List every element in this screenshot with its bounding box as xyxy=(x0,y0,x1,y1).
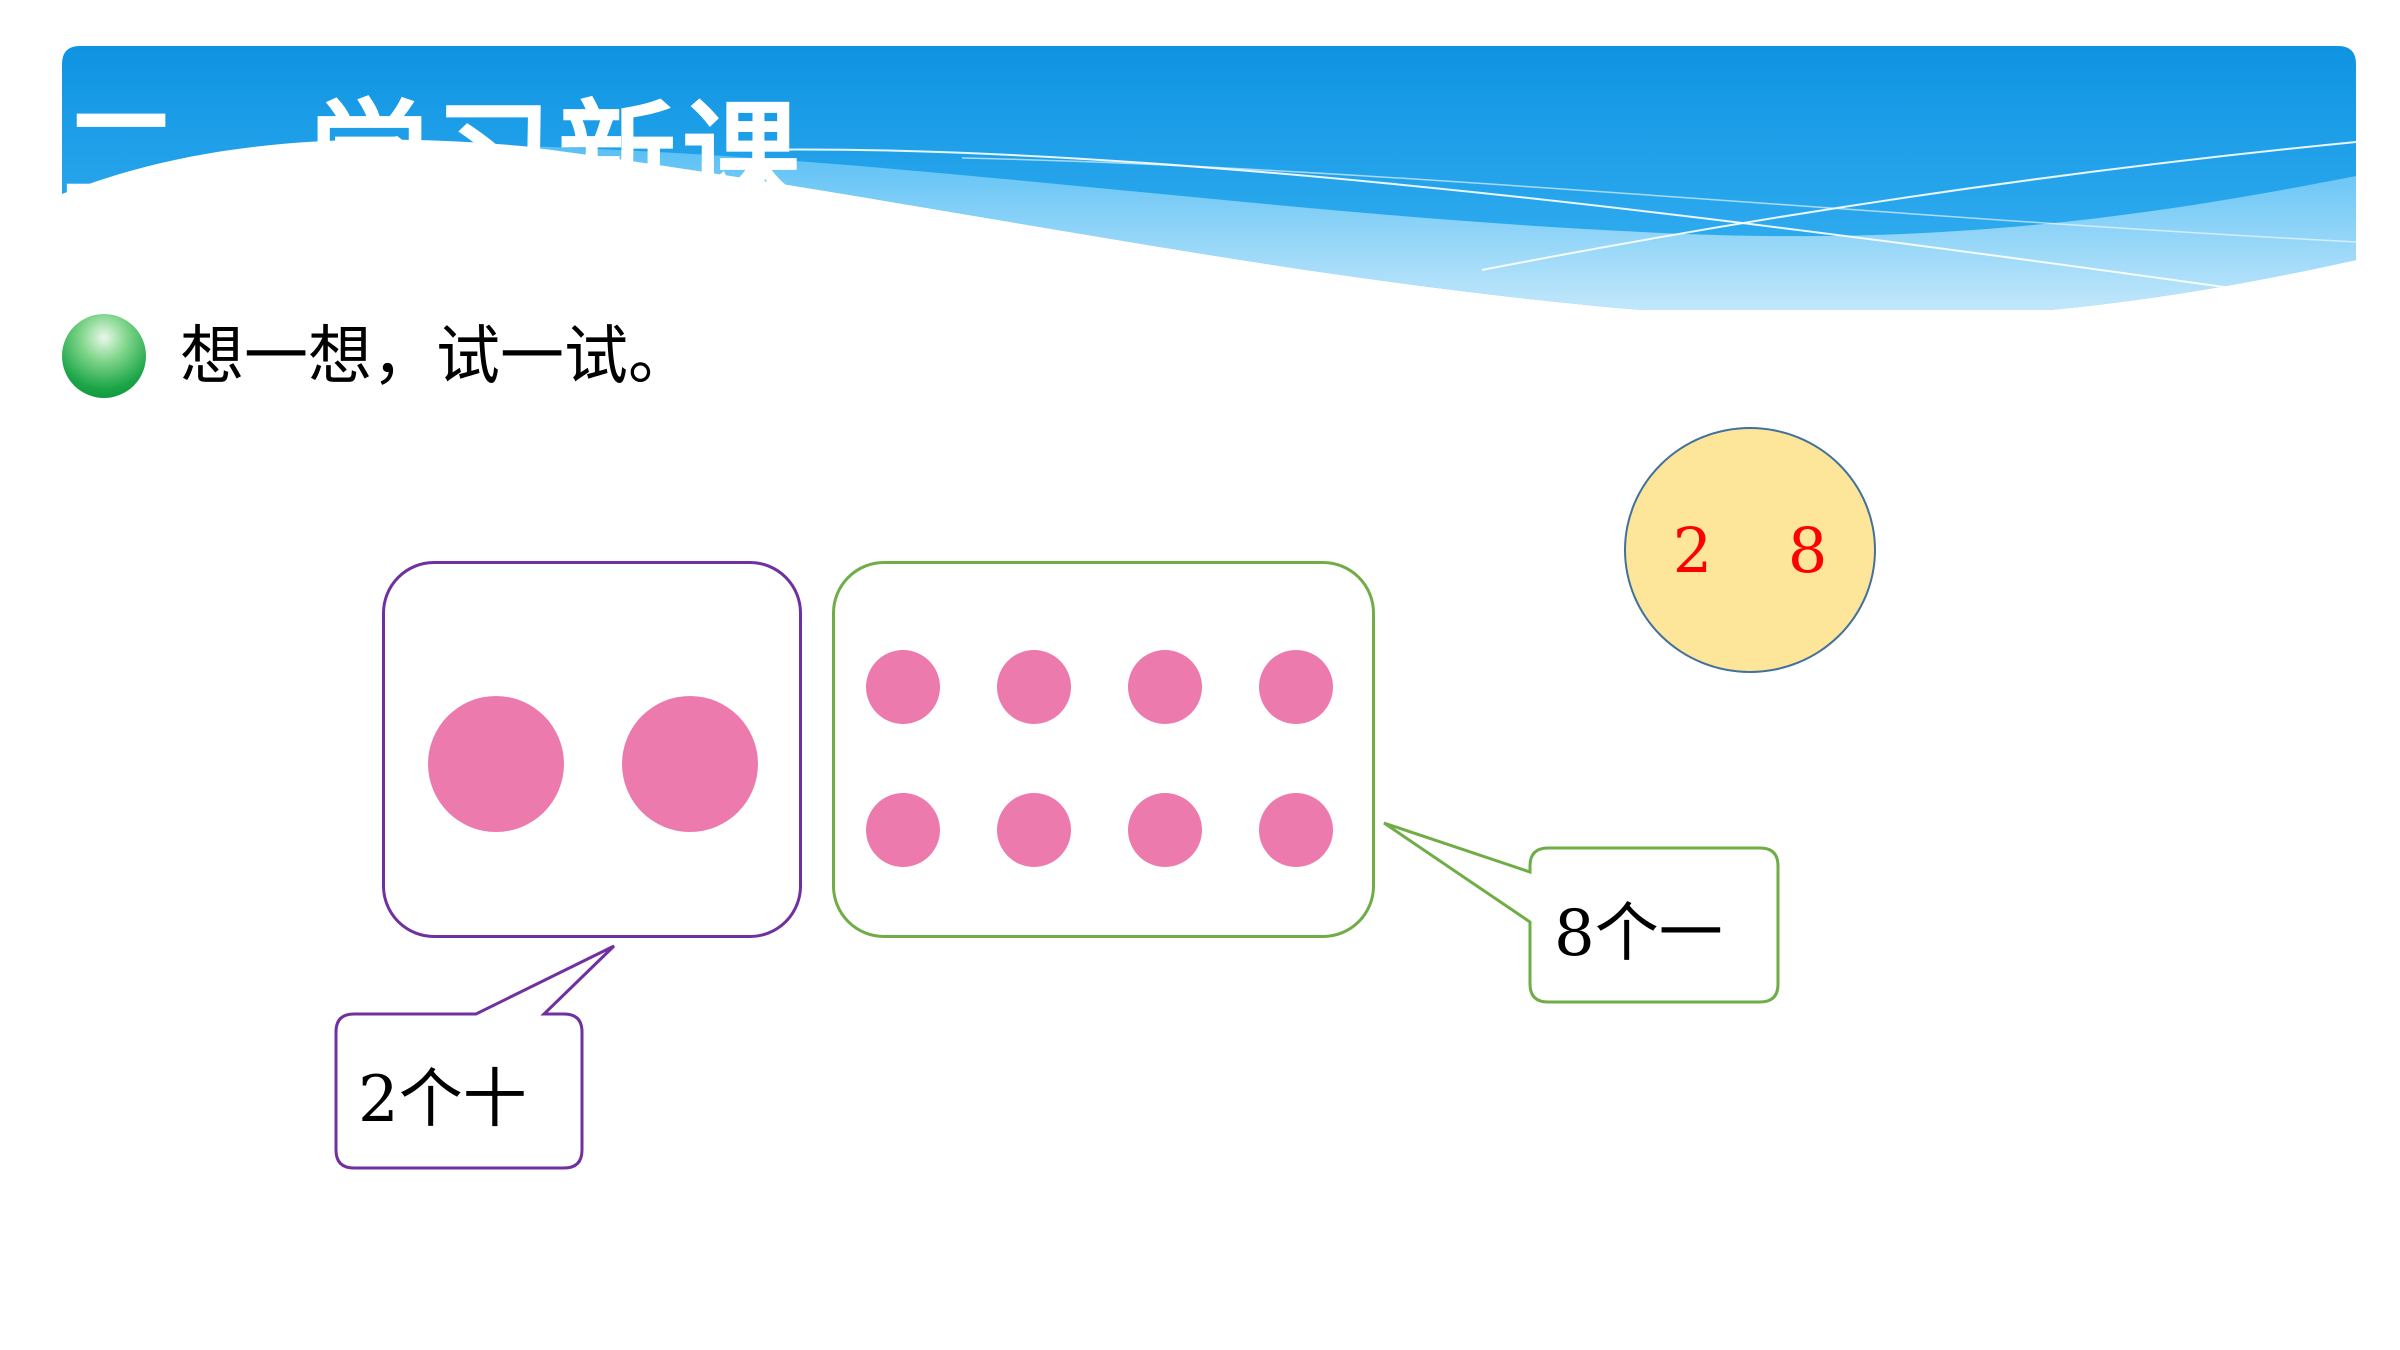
tens-callout-label: 2个十 xyxy=(358,1063,527,1137)
one-dot xyxy=(866,793,940,867)
one-dot xyxy=(1128,650,1202,724)
one-dot xyxy=(1259,793,1333,867)
ten-dot xyxy=(622,696,758,832)
number-circle: 2 8 xyxy=(1624,427,1876,673)
one-dot xyxy=(1259,650,1333,724)
header-wave-graphic xyxy=(62,46,2356,310)
one-dot xyxy=(997,793,1071,867)
ones-box xyxy=(832,561,1375,938)
ones-callout-label: 8个一 xyxy=(1554,897,1723,971)
number-value: 2 8 xyxy=(1672,513,1856,587)
header-title: 二、学习新课 xyxy=(62,92,807,194)
activity-heading: 想一想，试一试。 xyxy=(180,320,692,394)
ten-dot xyxy=(428,696,564,832)
header-banner: 二、学习新课 xyxy=(62,46,2356,310)
one-dot xyxy=(866,650,940,724)
ones-callout-bubble xyxy=(1383,821,1780,1004)
one-dot xyxy=(997,650,1071,724)
tens-callout-bubble xyxy=(334,944,616,1170)
green-bullet-icon xyxy=(62,314,146,398)
one-dot xyxy=(1128,793,1202,867)
